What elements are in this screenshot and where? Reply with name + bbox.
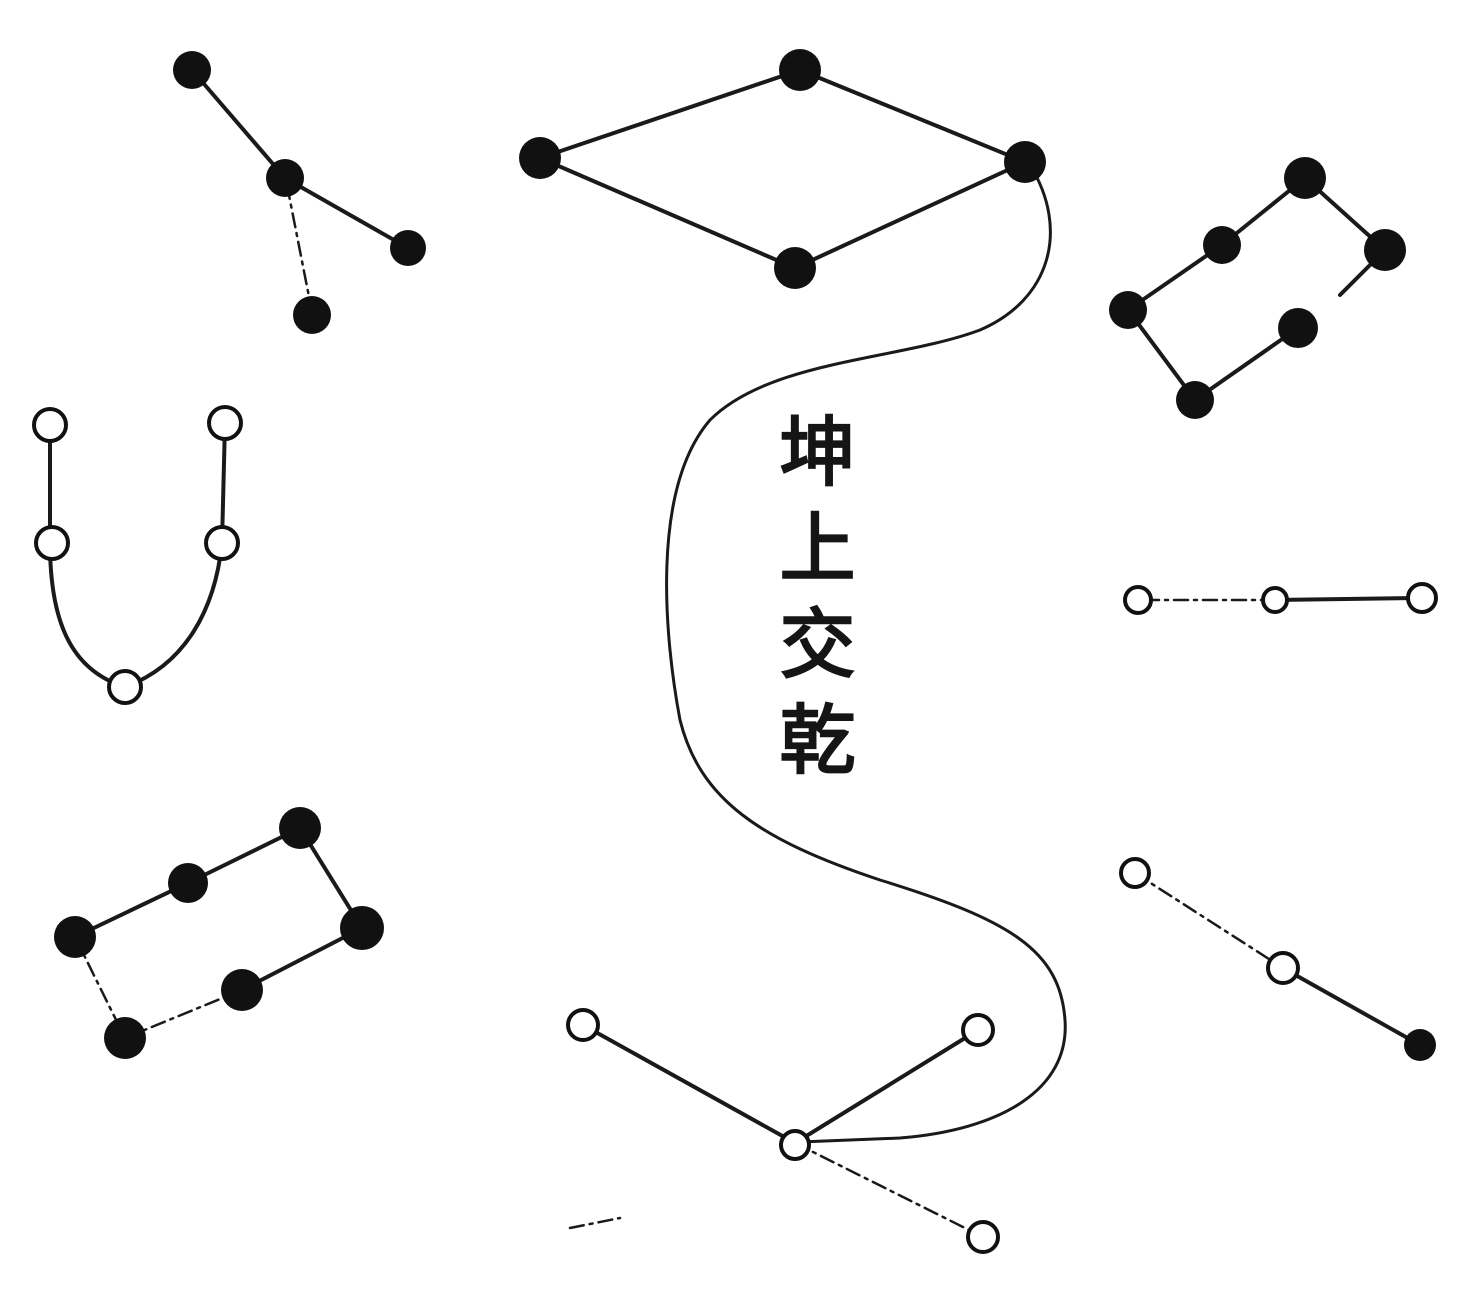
star-node [1278,308,1318,348]
label-char-3: 交 [779,600,856,689]
star-node [54,916,96,958]
star-node [1284,157,1326,199]
star-node [1404,1029,1436,1061]
label-char-2: 上 [779,504,856,593]
star-node [966,1220,1000,1254]
star-node [1261,586,1289,614]
star-node [207,405,243,441]
label-char-1: 坤 [779,408,856,497]
star-node [1004,141,1046,183]
star-node [1406,582,1438,614]
star-node [1176,381,1214,419]
top-center-diamond [519,49,1046,289]
top-left-cluster [173,51,426,334]
vertical-label: 坤 上 交 乾 [770,415,865,799]
star-node [266,159,304,197]
right-diagonal-chain [1119,857,1436,1061]
star-node [221,969,263,1011]
top-right-rectangle [1109,157,1406,419]
bottom-left-rectangle [54,807,384,1059]
star-node [279,807,321,849]
star-node [779,1129,811,1161]
star-node [168,863,208,903]
bottom-center-cross [566,1008,1000,1254]
star-node [774,247,816,289]
right-horizontal-chain [1123,582,1438,615]
star-node [1109,291,1147,329]
star-node [173,51,211,89]
star-node [107,669,143,705]
star-node [32,407,68,443]
star-node [519,137,561,179]
star-node [1123,585,1153,615]
star-node [340,906,384,950]
star-node [961,1013,995,1047]
star-node [1364,229,1406,271]
star-node [566,1008,600,1042]
star-node [390,230,426,266]
star-node [1119,857,1151,889]
label-char-4: 乾 [779,696,856,785]
left-u-shape [32,405,243,705]
star-node [779,49,821,91]
star-node [104,1017,146,1059]
star-node [1203,226,1241,264]
connecting-curve [665,163,1067,1144]
star-node [293,296,331,334]
star-node [204,525,240,561]
star-node [34,525,70,561]
star-node [1266,951,1300,985]
